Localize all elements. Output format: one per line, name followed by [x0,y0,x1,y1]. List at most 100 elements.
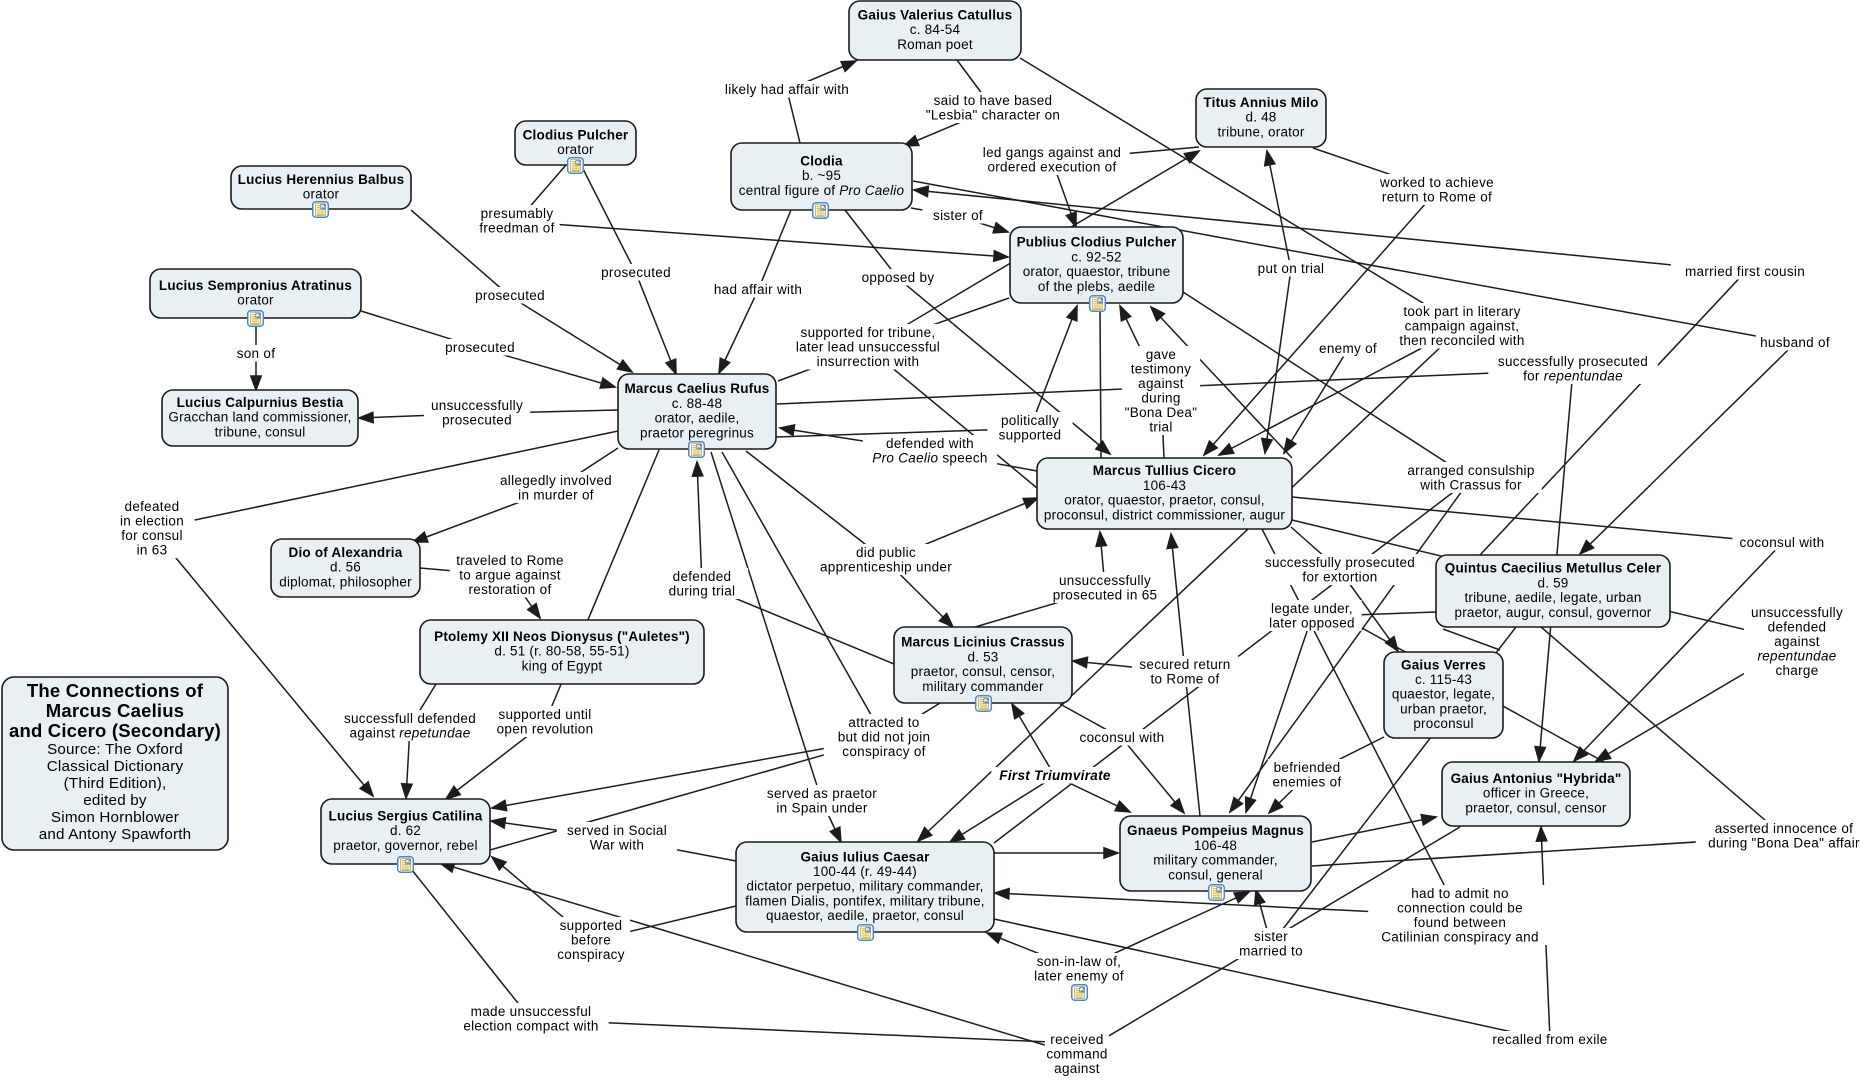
svg-text:asserted innocence of: asserted innocence of [1715,821,1853,836]
svg-text:Gaius Verres: Gaius Verres [1401,657,1486,672]
svg-text:king of Egypt: king of Egypt [522,658,603,673]
svg-text:proconsul, district commission: proconsul, district commissioner, augur [1044,507,1285,522]
svg-text:later enemy of: later enemy of [1034,968,1124,983]
svg-text:testimony: testimony [1131,361,1191,376]
svg-text:charge: charge [1775,663,1818,678]
svg-text:The Connections of: The Connections of [27,680,204,701]
svg-text:married to: married to [1239,943,1303,958]
svg-text:Roman poet: Roman poet [897,37,973,52]
svg-text:Marcus Caelius: Marcus Caelius [46,700,185,721]
svg-text:tribune, aedile, legate, urban: tribune, aedile, legate, urban [1464,590,1641,605]
svg-text:but did not join: but did not join [838,729,931,744]
svg-text:Gaius Valerius Catullus: Gaius Valerius Catullus [858,8,1013,23]
svg-text:praetor peregrinus: praetor peregrinus [640,425,754,440]
svg-text:tribune, consul: tribune, consul [215,424,306,439]
svg-text:enemies of: enemies of [1272,774,1341,789]
svg-text:diplomat, philosopher: diplomat, philosopher [279,574,412,589]
svg-text:likely had affair with: likely had affair with [725,82,849,97]
svg-text:served in Social: served in Social [567,823,667,838]
svg-text:urban praetor,: urban praetor, [1400,701,1487,716]
svg-text:c. 84-54: c. 84-54 [910,22,961,37]
svg-text:Gaius Antonius "Hybrida": Gaius Antonius "Hybrida" [1451,771,1622,786]
svg-text:Marcus Caelius Rufus: Marcus Caelius Rufus [624,381,769,396]
svg-text:traveled to Rome: traveled to Rome [456,553,564,568]
svg-text:106-43: 106-43 [1143,478,1186,493]
svg-text:husband of: husband of [1760,335,1830,350]
svg-text:Quintus Caecilius Metullus Cel: Quintus Caecilius Metullus Celer [1445,561,1662,576]
svg-text:to Rome of: to Rome of [1150,671,1219,686]
svg-text:later lead unsuccessful: later lead unsuccessful [796,339,940,354]
svg-text:successfully prosecuted: successfully prosecuted [1498,354,1648,369]
svg-text:100-44 (r. 49-44): 100-44 (r. 49-44) [813,864,917,879]
svg-text:orator, quaestor, praetor, con: orator, quaestor, praetor, consul, [1064,493,1264,508]
svg-text:prosecuted in 65: prosecuted in 65 [1053,587,1158,602]
svg-text:d. 59: d. 59 [1537,575,1568,590]
svg-text:enemy of: enemy of [1319,341,1377,356]
svg-text:received: received [1050,1032,1103,1047]
svg-text:made unsuccessful: made unsuccessful [471,1004,592,1019]
svg-text:d. 56: d. 56 [330,560,361,575]
svg-text:found between: found between [1414,915,1506,930]
svg-text:praetor, consul, censor,: praetor, consul, censor, [911,664,1055,679]
svg-text:orator: orator [557,142,594,157]
svg-text:defended with: defended with [886,436,974,451]
svg-text:ordered execution of: ordered execution of [987,159,1116,174]
svg-text:supported for tribune,: supported for tribune, [801,325,936,340]
svg-text:for consul: for consul [121,528,183,543]
svg-text:during "Bona Dea" affair: during "Bona Dea" affair [1708,835,1860,850]
svg-text:Classical Dictionary: Classical Dictionary [47,758,184,775]
svg-text:son-in-law of,: son-in-law of, [1037,954,1121,969]
svg-text:consul, general: consul, general [1168,867,1263,882]
svg-text:in murder of: in murder of [518,487,594,502]
svg-text:orator, quaestor, tribune: orator, quaestor, tribune [1023,264,1171,279]
svg-text:d. 53: d. 53 [967,649,998,664]
svg-text:unsuccessfully: unsuccessfully [1751,605,1843,620]
svg-text:Titus Annius Milo: Titus Annius Milo [1203,95,1318,110]
svg-text:coconsul with: coconsul with [1740,535,1825,550]
svg-text:conspiracy of: conspiracy of [842,744,925,759]
svg-text:prosecuted: prosecuted [442,412,512,427]
svg-text:allegedly involved: allegedly involved [500,473,612,488]
svg-text:d. 48: d. 48 [1245,110,1276,125]
svg-text:Catilinian conspiracy and: Catilinian conspiracy and [1381,929,1539,944]
svg-text:106-48: 106-48 [1194,838,1237,853]
svg-text:politically: politically [1001,413,1059,428]
svg-text:Clodius Pulcher: Clodius Pulcher [523,127,629,142]
svg-text:against: against [1774,634,1820,649]
svg-text:led gangs against and: led gangs against and [983,145,1121,160]
svg-text:edited by: edited by [83,792,147,809]
svg-text:presumably: presumably [481,206,554,221]
svg-text:had to admit no: had to admit no [1411,886,1509,901]
svg-text:War with: War with [590,837,644,852]
svg-text:Simon Hornblower: Simon Hornblower [51,809,179,826]
svg-text:son of: son of [237,346,276,361]
svg-text:election compact with: election compact with [463,1018,598,1033]
svg-text:Clodia: Clodia [800,154,843,169]
svg-text:married first cousin: married first cousin [1685,264,1805,279]
svg-text:orator: orator [237,293,274,308]
svg-text:Lucius Sempronius Atratinus: Lucius Sempronius Atratinus [159,278,352,293]
svg-text:Marcus Tullius Cicero: Marcus Tullius Cicero [1093,463,1237,478]
svg-text:and Antony Spawforth: and Antony Spawforth [39,826,192,843]
svg-text:(Third Edition),: (Third Edition), [64,775,167,792]
svg-text:coconsul with: coconsul with [1080,730,1165,745]
svg-text:defended: defended [1768,619,1827,634]
svg-text:open revolution: open revolution [497,721,594,736]
svg-text:against: against [1138,376,1184,391]
svg-text:recalled from exile: recalled from exile [1492,1032,1607,1047]
svg-text:conspiracy: conspiracy [557,947,625,962]
svg-text:successfull defended: successfull defended [344,711,476,726]
svg-text:repentundae: repentundae [1757,648,1836,663]
svg-text:gave: gave [1146,347,1176,362]
svg-text:legate under,: legate under, [1271,601,1353,616]
svg-text:against: against [1054,1061,1100,1076]
svg-text:praetor, augur, consul, govern: praetor, augur, consul, governor [1454,605,1651,620]
svg-text:praetor, consul, censor: praetor, consul, censor [1465,800,1606,815]
svg-text:during trial: during trial [669,583,736,598]
svg-text:befriended: befriended [1274,760,1341,775]
svg-text:in Spain under: in Spain under [776,800,867,815]
svg-text:First Triumvirate: First Triumvirate [999,768,1111,783]
svg-text:defended: defended [673,569,732,584]
svg-text:Source: The Oxford: Source: The Oxford [47,741,183,758]
svg-text:flamen Dialis, pontifex, milit: flamen Dialis, pontifex, military tribun… [745,893,985,908]
